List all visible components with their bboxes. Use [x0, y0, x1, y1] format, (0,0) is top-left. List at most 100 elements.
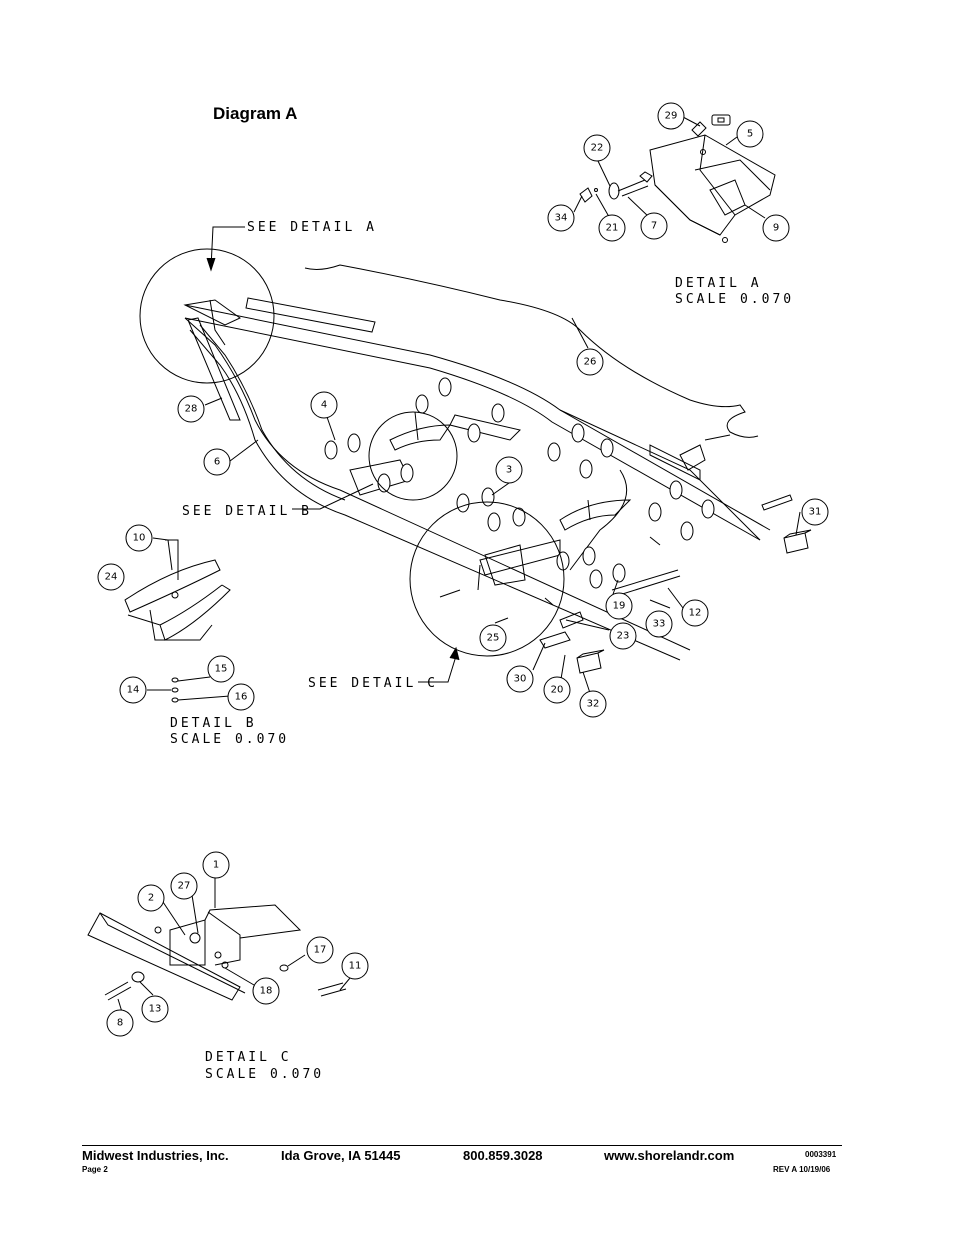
balloon-circle	[583, 134, 611, 162]
balloon-circle	[506, 665, 534, 693]
see-detail-a-callout: SEE DETAIL A	[247, 220, 377, 235]
see-detail-c-callout: SEE DETAIL C	[308, 676, 438, 691]
balloon-circle	[227, 683, 255, 711]
part-number-label: 31	[809, 507, 822, 518]
footer-company: Midwest Industries, Inc.	[82, 1148, 229, 1163]
detail-a-name: DETAIL A	[675, 276, 762, 291]
balloon-circle	[598, 214, 626, 242]
balloon-circle	[119, 676, 147, 704]
balloon-circle	[310, 391, 338, 419]
part-balloon-25: 25	[479, 624, 507, 652]
balloon-circle	[605, 592, 633, 620]
part-balloon-5: 5	[736, 120, 764, 148]
balloon-circle	[681, 599, 709, 627]
part-number-label: 22	[591, 143, 604, 154]
part-balloon-6: 6	[203, 448, 231, 476]
part-number-label: 29	[665, 111, 678, 122]
part-balloon-3: 3	[495, 456, 523, 484]
part-number-label: 10	[133, 533, 146, 544]
part-balloon-12: 12	[681, 599, 709, 627]
footer-phone: 800.859.3028	[463, 1148, 543, 1163]
part-number-label: 8	[117, 1018, 123, 1029]
part-balloon-10: 10	[125, 524, 153, 552]
part-balloon-21: 21	[598, 214, 626, 242]
part-balloon-17: 17	[306, 936, 334, 964]
balloon-circle	[645, 610, 673, 638]
balloon-circle	[640, 212, 668, 240]
part-balloon-19: 19	[605, 592, 633, 620]
part-balloon-34: 34	[547, 204, 575, 232]
part-number-label: 20	[551, 685, 564, 696]
part-number-label: 34	[555, 213, 568, 224]
balloon-circle	[252, 977, 280, 1005]
part-balloon-24: 24	[97, 563, 125, 591]
part-balloon-15: 15	[207, 655, 235, 683]
part-number-label: 12	[689, 608, 702, 619]
balloon-circle	[141, 995, 169, 1023]
part-number-label: 15	[215, 664, 228, 675]
balloon-circle	[479, 624, 507, 652]
part-number-label: 33	[653, 619, 666, 630]
balloon-circle	[106, 1009, 134, 1037]
balloon-circle	[125, 524, 153, 552]
detail-a-drawing	[579, 114, 776, 243]
part-number-label: 24	[105, 572, 118, 583]
footer-doc-number: 0003391	[805, 1150, 837, 1159]
part-balloon-22: 22	[583, 134, 611, 162]
detail-callouts	[139, 226, 565, 683]
part-number-label: 6	[214, 457, 220, 468]
balloon-circle	[207, 655, 235, 683]
part-balloon-11: 11	[341, 952, 369, 980]
detail-c-name: DETAIL C	[205, 1050, 292, 1065]
balloon-circle	[762, 214, 790, 242]
balloon-circle	[203, 448, 231, 476]
footer-website: www.shorelandr.com	[604, 1148, 735, 1163]
footer-divider	[82, 1145, 842, 1146]
part-balloon-28: 28	[177, 395, 205, 423]
part-balloon-33: 33	[645, 610, 673, 638]
part-number-label: 32	[587, 699, 600, 710]
balloon-circle	[341, 952, 369, 980]
part-number-label: 23	[617, 631, 630, 642]
part-number-label: 3	[506, 465, 512, 476]
detail-a-scale: SCALE 0.070	[675, 292, 794, 307]
balloon-circle	[97, 563, 125, 591]
part-number-label: 21	[606, 223, 619, 234]
balloon-circle	[202, 851, 230, 879]
diagram-title: Diagram A	[213, 104, 298, 123]
part-number-label: 25	[487, 633, 500, 644]
balloon-circle	[177, 395, 205, 423]
part-number-label: 4	[321, 400, 327, 411]
detail-b-scale: SCALE 0.070	[170, 732, 289, 747]
part-balloon-26: 26	[576, 348, 604, 376]
part-number-label: 11	[349, 961, 362, 972]
part-number-label: 18	[260, 986, 273, 997]
part-balloon-20: 20	[543, 676, 571, 704]
balloon-circle	[609, 622, 637, 650]
balloon-circle	[170, 872, 198, 900]
part-number-label: 5	[747, 129, 753, 140]
part-balloon-9: 9	[762, 214, 790, 242]
part-number-label: 7	[651, 221, 657, 232]
detail-c-drawing	[87, 878, 351, 1013]
part-balloon-8: 8	[106, 1009, 134, 1037]
balloon-circle	[495, 456, 523, 484]
leader-lines	[152, 116, 801, 694]
part-number-label: 17	[314, 945, 327, 956]
rollers	[324, 377, 715, 589]
footer-page: Page 2	[82, 1165, 108, 1174]
part-number-label: 13	[149, 1004, 162, 1015]
balloon-circle	[657, 102, 685, 130]
detail-c-scale: SCALE 0.070	[205, 1067, 324, 1082]
part-balloon-29: 29	[657, 102, 685, 130]
detail-notes: SEE DETAIL A DETAIL A SCALE 0.070 SEE DE…	[170, 220, 794, 1082]
part-number-label: 1	[213, 860, 219, 871]
balloon-circle	[736, 120, 764, 148]
part-balloon-7: 7	[640, 212, 668, 240]
footer-city: Ida Grove, IA 51445	[281, 1148, 401, 1163]
balloon-circle	[579, 690, 607, 718]
part-balloon-23: 23	[609, 622, 637, 650]
part-balloon-14: 14	[119, 676, 147, 704]
